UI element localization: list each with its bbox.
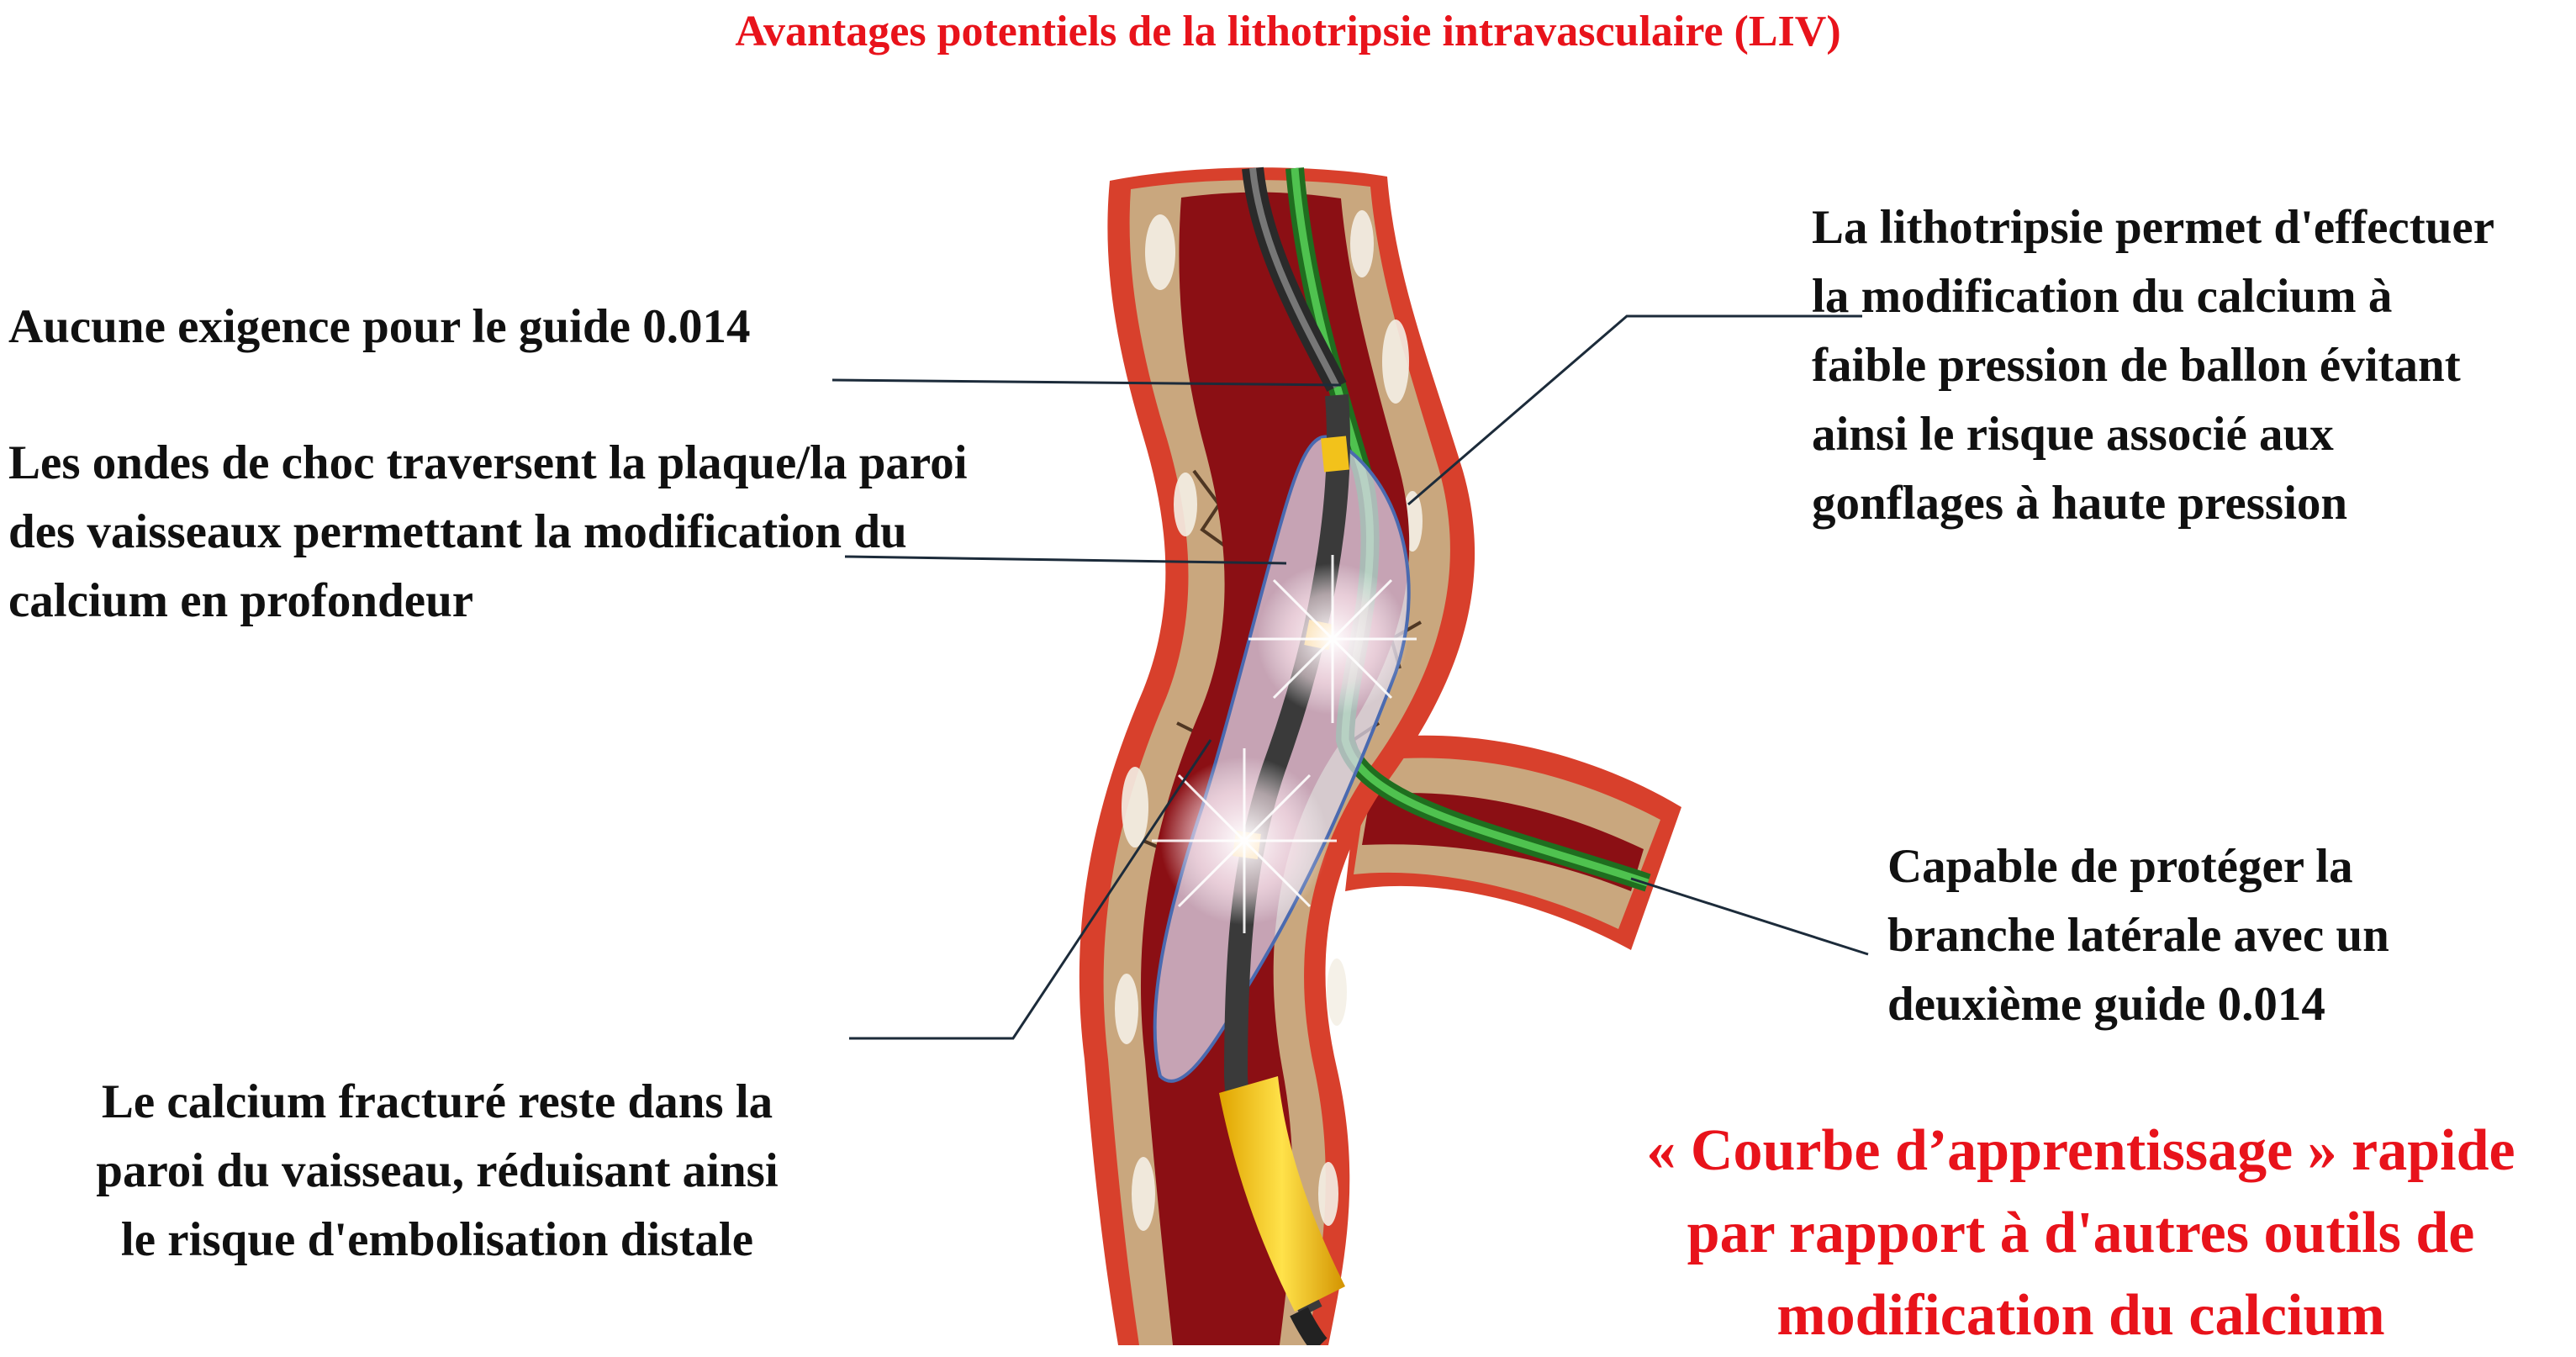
label-shockwaves: Les ondes de choc traversent la plaque/l…	[8, 436, 968, 627]
label-low-pressure: La lithotripsie permet d'effectuer la mo…	[1812, 201, 2494, 530]
page-title: Avantages potentiels de la lithotripsie …	[735, 8, 1841, 55]
label-side-branch: Capable de protéger la branche latérale …	[1887, 840, 2389, 1031]
label-guide-requirement: Aucune exigence pour le guide 0.014	[8, 300, 751, 353]
leader-lines	[831, 314, 1869, 1040]
leader-shockwaves	[844, 555, 1287, 565]
leader-fractured	[849, 739, 1212, 1040]
label-fractured-calcium: Le calcium fracturé reste dans la paroi …	[96, 1075, 779, 1266]
label-learning-curve: « Courbe d’apprentissage » rapide par ra…	[1646, 1118, 2515, 1348]
leader-side-branch	[1630, 877, 1869, 956]
delivery-catheter	[1219, 1076, 1345, 1312]
leader-low-pressure	[1407, 314, 1862, 506]
leader-guide	[831, 378, 1342, 387]
shockwave-flashes	[1152, 555, 1417, 933]
